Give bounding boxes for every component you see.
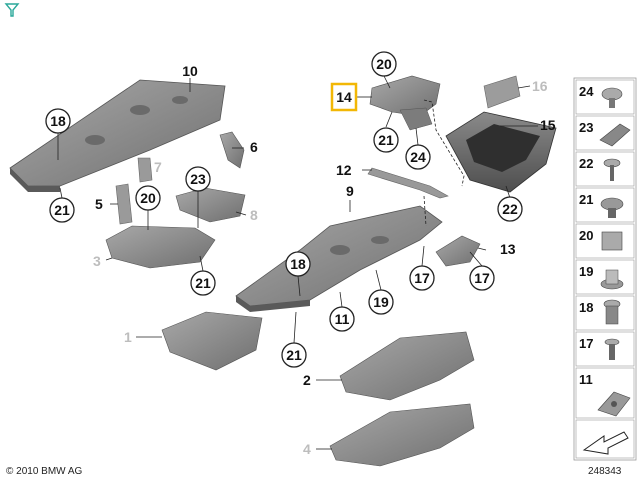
callout-11: 11 — [329, 306, 355, 332]
part-8-shield — [175, 187, 246, 223]
label-13: 13 — [500, 241, 516, 257]
part-13-bracket — [435, 235, 481, 267]
svg-text:11: 11 — [335, 311, 350, 327]
part-2-panel — [339, 331, 475, 401]
sidebar-row-20: 20 — [575, 223, 635, 259]
part-5-bracket — [115, 183, 133, 225]
callout-24: 24 — [405, 144, 431, 170]
svg-text:14: 14 — [336, 89, 352, 105]
label-10: 10 — [182, 63, 198, 79]
svg-text:20: 20 — [376, 56, 392, 72]
label-3: 3 — [93, 253, 101, 269]
svg-text:21: 21 — [54, 202, 70, 218]
part-4-panel — [329, 403, 475, 467]
callout-21-b: 21 — [190, 270, 216, 296]
part-14-module — [369, 75, 441, 117]
filter-funnel-icon[interactable] — [4, 2, 20, 18]
svg-text:18: 18 — [579, 300, 593, 315]
part-1-panel — [161, 311, 263, 371]
label-6: 6 — [250, 139, 258, 155]
callout-21-d: 21 — [281, 342, 307, 368]
label-8: 8 — [250, 207, 258, 223]
svg-text:21: 21 — [195, 275, 211, 291]
svg-text:18: 18 — [50, 113, 66, 129]
svg-text:23: 23 — [190, 171, 206, 187]
svg-text:21: 21 — [286, 347, 302, 363]
svg-text:17: 17 — [474, 270, 490, 286]
svg-text:17: 17 — [414, 270, 430, 286]
sidebar-row-11: 11 — [575, 367, 635, 419]
svg-text:17: 17 — [579, 336, 593, 351]
callout-23: 23 — [185, 166, 211, 192]
svg-text:18: 18 — [290, 256, 306, 272]
highlight-part-14: 14 — [330, 82, 358, 112]
callout-20-a: 20 — [135, 185, 161, 211]
svg-text:22: 22 — [502, 201, 518, 217]
svg-text:21: 21 — [579, 192, 593, 207]
callout-21-a: 21 — [49, 197, 75, 223]
label-4: 4 — [303, 441, 311, 457]
part-12-strip — [367, 167, 449, 199]
callout-17-a: 17 — [409, 265, 435, 291]
callout-18-b: 18 — [285, 251, 311, 277]
sidebar-row-24: 24 — [575, 79, 635, 115]
fastener-sidebar: 24 23 22 21 20 19 — [573, 77, 637, 461]
label-9: 9 — [346, 183, 354, 199]
label-1: 1 — [124, 329, 132, 345]
part-7-bracket — [137, 157, 153, 183]
label-15: 15 — [540, 117, 556, 133]
svg-text:20: 20 — [140, 190, 156, 206]
sidebar-row-23: 23 — [575, 115, 635, 151]
part-10-underbody-panel — [9, 79, 226, 192]
callout-21-c: 21 — [373, 127, 399, 153]
sidebar-row-17: 17 — [575, 331, 635, 367]
part-16-plate — [483, 75, 521, 109]
label-16: 16 — [532, 78, 548, 94]
label-2: 2 — [303, 372, 311, 388]
callout-22: 22 — [497, 196, 523, 222]
svg-text:22: 22 — [579, 156, 593, 171]
svg-text:24: 24 — [579, 84, 594, 99]
svg-text:19: 19 — [579, 264, 593, 279]
svg-text:21: 21 — [378, 132, 394, 148]
sidebar-row-18: 18 — [575, 295, 635, 331]
svg-text:23: 23 — [579, 120, 593, 135]
label-12: 12 — [336, 162, 352, 178]
callout-18-a: 18 — [45, 108, 71, 134]
part-3-cover — [105, 225, 216, 269]
sidebar-row-21: 21 — [575, 187, 635, 223]
sidebar-row-22: 22 — [575, 151, 635, 187]
callout-19: 19 — [368, 289, 394, 315]
callout-17-b: 17 — [469, 265, 495, 291]
part-9-center-panel — [235, 205, 443, 307]
svg-text:19: 19 — [373, 294, 389, 310]
diagram-reference-number: 248343 — [588, 466, 622, 477]
sidebar-row-19: 19 — [575, 259, 635, 295]
label-7: 7 — [154, 159, 162, 175]
svg-text:11: 11 — [579, 372, 593, 387]
svg-text:24: 24 — [410, 149, 426, 165]
copyright-text: © 2010 BMW AG — [6, 466, 83, 477]
sidebar-arrow-row — [575, 419, 635, 459]
arrow-icon — [582, 431, 629, 455]
svg-text:20: 20 — [579, 228, 593, 243]
part-6-bracket — [219, 131, 245, 169]
label-5: 5 — [95, 196, 103, 212]
callout-20-b: 20 — [371, 51, 397, 77]
